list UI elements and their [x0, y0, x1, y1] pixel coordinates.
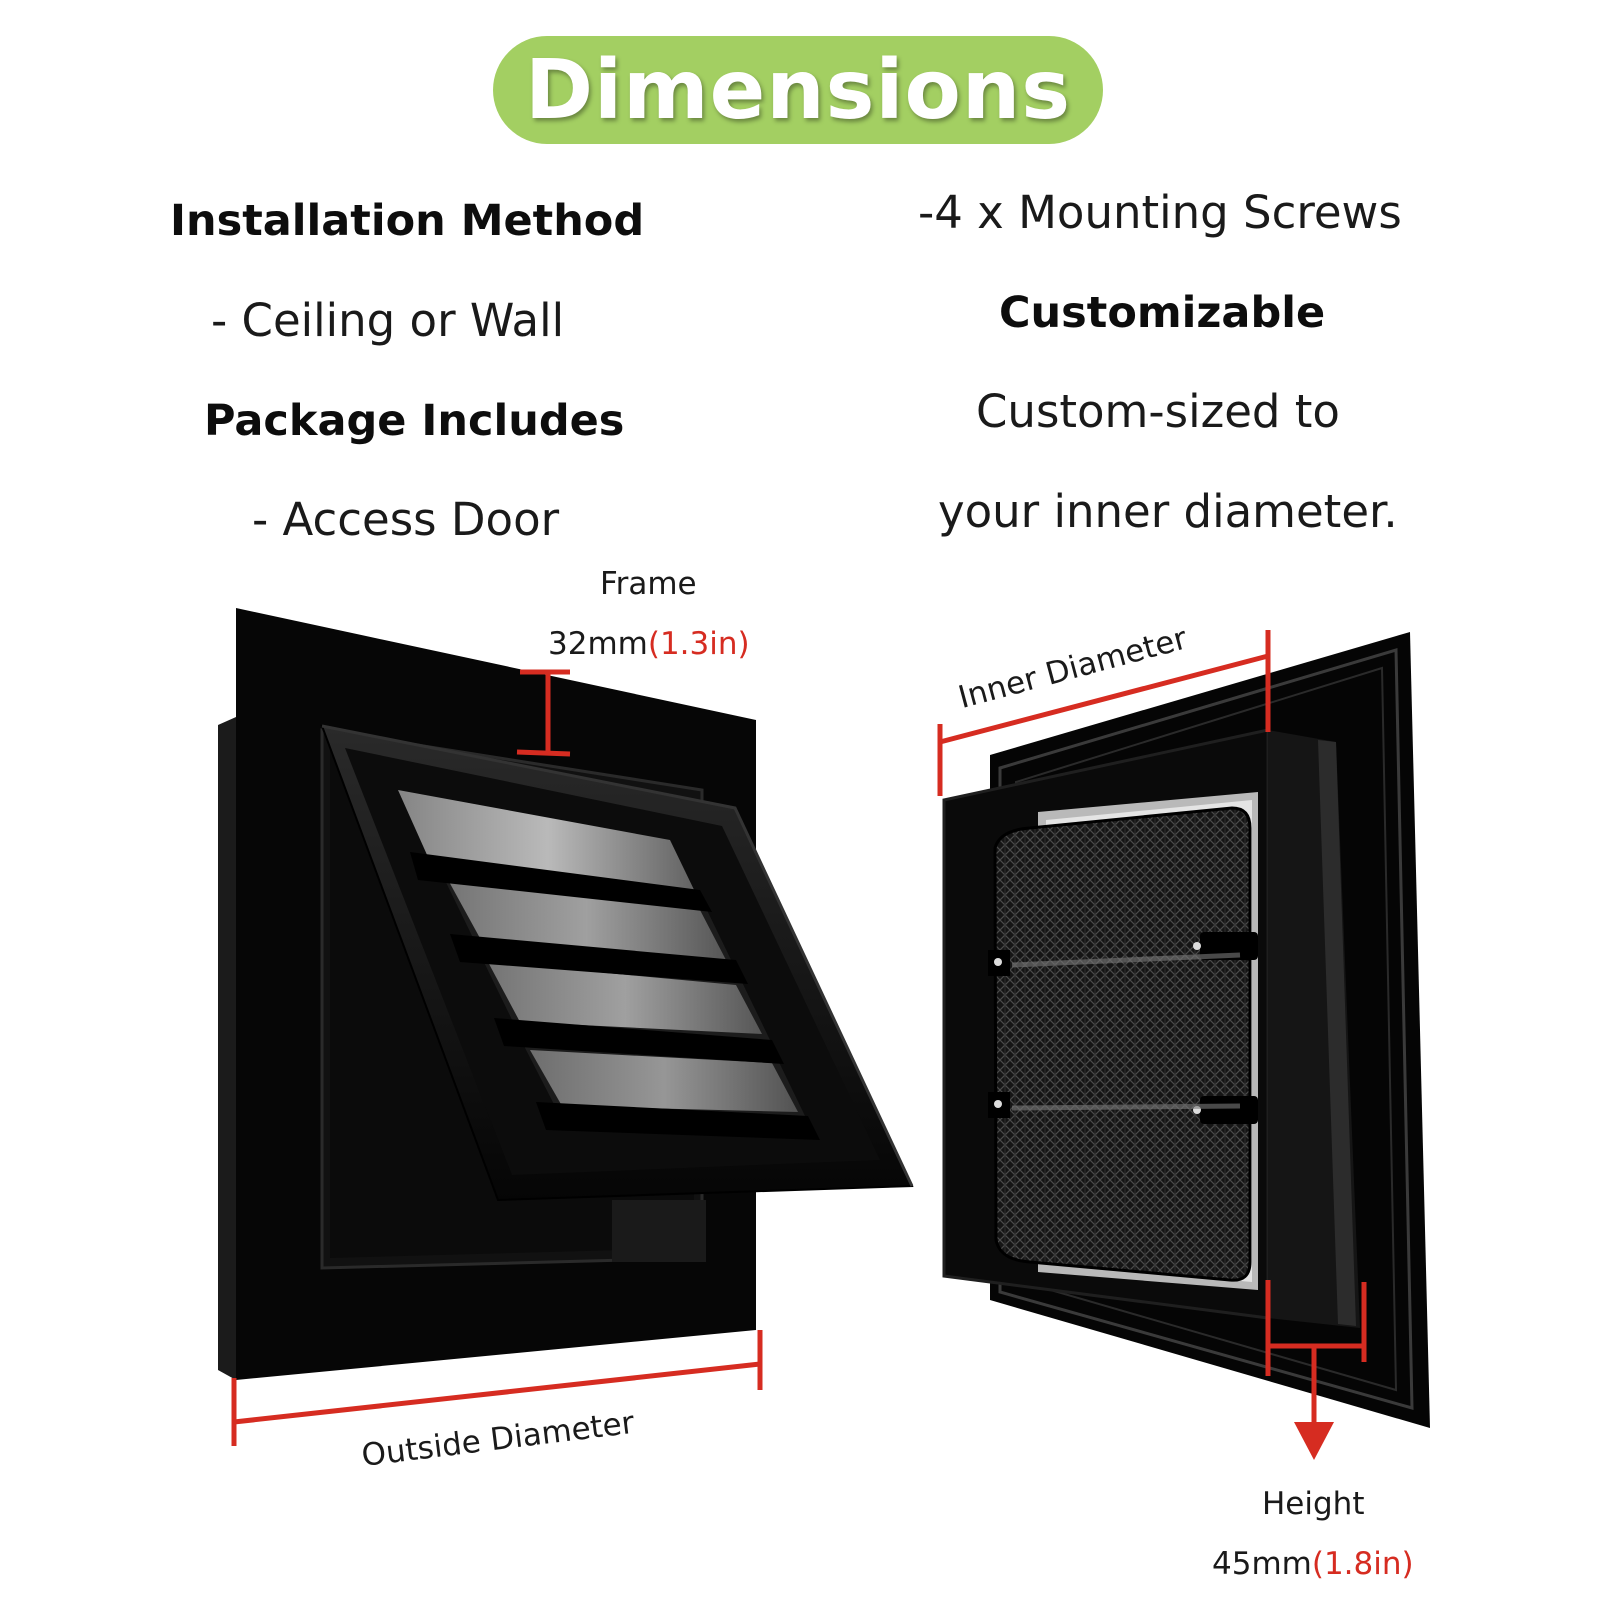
customizable-line-1: Custom-sized to: [976, 385, 1340, 438]
package-includes-heading: Package Includes: [204, 396, 625, 446]
title-badge: Dimensions: [493, 36, 1103, 144]
frame-inches: (1.3in): [647, 626, 750, 662]
dimension-lines: [231, 630, 1367, 1446]
package-item-access-door: - Access Door: [252, 493, 560, 546]
filter-vent-product: [942, 632, 1430, 1428]
customizable-heading: Customizable: [999, 288, 1326, 338]
height-label: Height: [1262, 1486, 1365, 1522]
installation-method-value: - Ceiling or Wall: [211, 294, 565, 347]
customizable-line-2: your inner diameter.: [938, 485, 1398, 538]
page-title: Dimensions: [524, 42, 1072, 138]
height-measurement: 45mm(1.8in): [1212, 1546, 1414, 1582]
down-arrow-icon: [1294, 1422, 1334, 1460]
height-mm: 45mm: [1212, 1546, 1312, 1582]
height-inches: (1.8in): [1311, 1546, 1414, 1582]
installation-method-heading: Installation Method: [170, 196, 645, 246]
frame-mm: 32mm: [548, 626, 648, 662]
frame-measurement: 32mm(1.3in): [548, 626, 750, 662]
louvered-vent-product: [218, 608, 914, 1380]
frame-label: Frame: [600, 566, 697, 602]
package-item-mounting-screws: -4 x Mounting Screws: [918, 186, 1402, 239]
